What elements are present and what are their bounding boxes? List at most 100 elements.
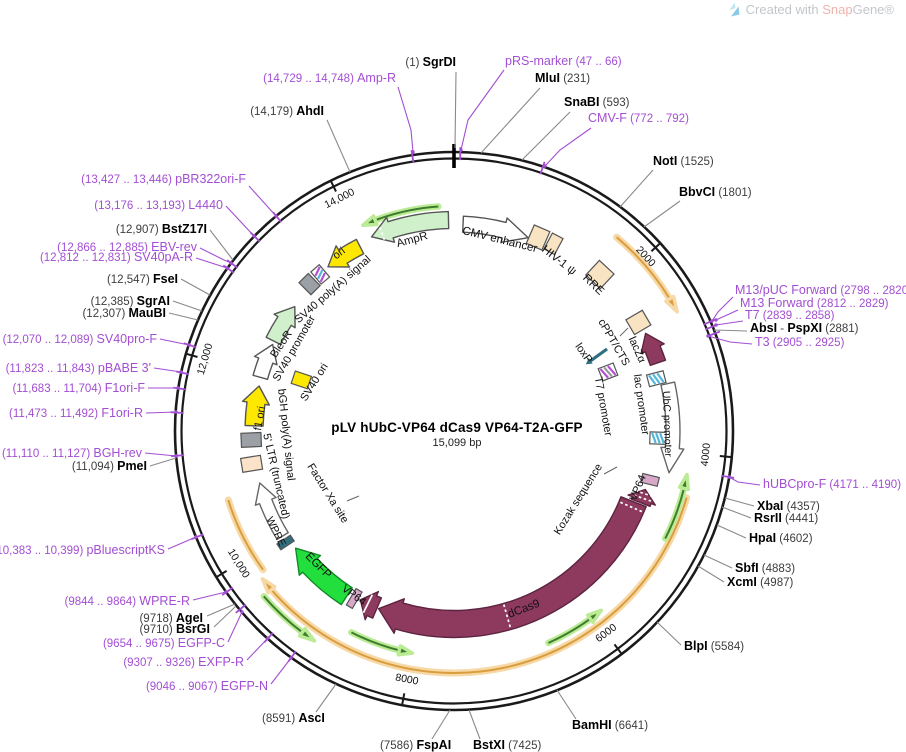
callout-xbai[interactable]: XbaI (4357) (757, 499, 820, 513)
feature-hatch-element[interactable] (649, 431, 667, 445)
callout-m13-puc-forward[interactable]: M13/pUC Forward (2798 .. 2820) (735, 283, 906, 297)
rre-box (584, 259, 615, 290)
feature-hiv1-psi-1[interactable] (525, 224, 551, 251)
feature-lac-zalpha[interactable] (640, 332, 667, 366)
callout-t3[interactable]: T3 (2905 .. 2925) (755, 335, 845, 349)
feature-vp64-c[interactable] (359, 590, 383, 621)
feature-bgh-polya[interactable] (240, 431, 263, 448)
feature-wpre[interactable] (254, 482, 289, 541)
callout-mlui[interactable]: MluI (231) (535, 71, 590, 85)
callout-hubcpro-f[interactable]: hUBCpro-F (4171 .. 4190) (763, 477, 901, 491)
callout-prs-marker[interactable]: pRS-marker (47 .. 66) (505, 54, 622, 68)
feature-label-kozak[interactable]: Kozak sequence (552, 462, 605, 537)
feature-dcas9-nterm[interactable] (627, 488, 656, 507)
leader-cmv-f (544, 127, 592, 167)
callout-amp-r[interactable]: (14,729 .. 14,748) Amp-R (263, 71, 396, 85)
callout-bbvci[interactable]: BbvCI (1801) (679, 185, 752, 199)
leader-bstxi (468, 709, 481, 740)
callout-hpai[interactable]: HpaI (4602) (749, 531, 813, 545)
feature-sv40-polya-box[interactable] (298, 272, 322, 296)
feature-t7-promoter[interactable] (597, 362, 619, 382)
callout-sgrdi[interactable]: (1) SgrDI (405, 55, 456, 69)
t7-promoter-stripe (599, 368, 609, 379)
callout-exfp-r[interactable]: (9307 .. 9326) EXFP-R (123, 655, 244, 669)
leader-blpi (656, 621, 682, 646)
feature-egfp[interactable] (294, 547, 353, 606)
feature-vp64-c-box[interactable] (345, 587, 363, 610)
feature-vp64-n[interactable] (639, 472, 661, 488)
feature-ampr[interactable] (370, 210, 450, 243)
callout-xcmi[interactable]: XcmI (4987) (727, 575, 793, 589)
leader-ebv-rev (199, 247, 232, 264)
feature-lac-promoter[interactable] (645, 370, 667, 388)
callout-wpre-r[interactable]: (9844 .. 9864) WPRE-R (64, 594, 190, 608)
callout-sv40pro-f[interactable]: (12,070 .. 12,089) SV40pro-F (3, 332, 158, 346)
callout-asci[interactable]: (8591) AscI (262, 711, 325, 725)
leader-f1ori-r (145, 411, 177, 414)
feature-label-hiv1-psi[interactable]: HIV-1 ψ (539, 244, 578, 278)
feature-sv40-promoter[interactable] (252, 343, 278, 380)
feature-label-factor-xa[interactable]: Factor Xa site (304, 461, 350, 525)
callout-snabi[interactable]: SnaBI (593) (564, 95, 630, 109)
callout-m13-forward[interactable]: M13 Forward (2812 .. 2829) (740, 296, 889, 310)
feature-f1-ori[interactable] (241, 385, 270, 427)
feature-hiv1-psi-2[interactable] (543, 232, 564, 256)
feature-label-ori[interactable]: ori (331, 245, 348, 262)
callout-maubi[interactable]: (12,307) MauBI (82, 306, 166, 320)
leader-hpai (716, 524, 747, 539)
feature-dcas9[interactable] (377, 496, 647, 639)
callout-l4440[interactable]: (13,176 .. 13,193) L4440 (94, 198, 223, 212)
callout-f1ori-f[interactable]: (11,683 .. 11,704) F1ori-F (12, 381, 145, 395)
feature-bleor[interactable] (265, 305, 296, 346)
callout-ebv-rev[interactable]: (12,866 .. 12,885) EBV-rev (57, 240, 198, 254)
callout-egfp-c[interactable]: (9654 .. 9675) EGFP-C (103, 636, 225, 650)
callout-fspai[interactable]: (7586) FspAI (380, 738, 451, 752)
callout-rsrii[interactable]: RsrII (4441) (754, 511, 818, 525)
leader-prs-marker (460, 69, 505, 151)
callout-bstxi[interactable]: BstXI (7425) (473, 738, 542, 752)
callout-pbluescriptks[interactable]: (10,383 .. 10,399) pBluescriptKS (0, 543, 165, 557)
green-arc-core-1 (664, 488, 685, 540)
cppt-tick (619, 327, 629, 337)
callout-agei[interactable]: (9718) AgeI (139, 611, 203, 625)
callout-bstz17i[interactable]: (12,907) BstZ17I (116, 222, 207, 236)
feature-label-t7-promoter[interactable]: T7 promoter (592, 376, 614, 437)
feature-teal-element[interactable] (276, 534, 296, 551)
feature-cmv-enhancer[interactable] (462, 215, 529, 243)
callout-egfp-n[interactable]: (9046 .. 9067) EGFP-N (146, 679, 268, 693)
feature-ltr5-truncated[interactable] (239, 454, 264, 473)
feature-sv40-polya-hatch[interactable] (309, 263, 331, 285)
callout-bsrgi[interactable]: (9710) BsrGI (140, 622, 210, 636)
feature-label-f1-ori[interactable]: f1 ori (252, 405, 268, 431)
callout-t7[interactable]: T7 (2839 .. 2858) (745, 308, 835, 322)
feature-label-cppt-cts[interactable]: cPPT/CTS (595, 317, 631, 368)
callout-blpi[interactable]: BlpI (5584) (684, 639, 744, 653)
feature-label-ubc-promoter[interactable]: UbC promoter (660, 391, 674, 458)
callout-pbabe-3[interactable]: (11,823 .. 11,843) pBABE 3' (6, 361, 151, 375)
axis-tick-8000 (400, 693, 406, 707)
callout-f1ori-r[interactable]: (11,473 .. 11,492) F1ori-R (9, 406, 143, 420)
arrow-head (361, 214, 379, 228)
primer-tick (222, 264, 235, 274)
feature-loxp[interactable] (588, 347, 608, 364)
callout-cmv-f[interactable]: CMV-F (772 .. 792) (588, 111, 689, 125)
callout-bgh-rev[interactable]: (11,110 .. 11,127) BGH-rev (2, 446, 143, 460)
leader-end-egfp-c (240, 610, 244, 614)
feature-ubc-promoter[interactable] (660, 381, 685, 474)
feature-ori[interactable] (327, 238, 365, 268)
callout-sbfi[interactable]: SbfI (4883) (735, 561, 795, 575)
callout-fsei[interactable]: (12,547) FseI (107, 272, 178, 286)
callout-noti[interactable]: NotI (1525) (653, 154, 714, 168)
leader-end-prs-marker (459, 148, 463, 152)
feature-sv40-ori[interactable] (290, 370, 313, 390)
feature-rre[interactable] (584, 259, 615, 290)
callout-bamhi[interactable]: BamHI (6641) (572, 718, 648, 732)
callout-pbr322ori-f[interactable]: (13,427 .. 13,446) pBR322ori-F (81, 172, 246, 186)
leader-end-ebv-rev (229, 261, 233, 265)
callout-sgrai[interactable]: (12,385) SgrAI (91, 294, 170, 308)
callout-pmei[interactable]: (11,094) PmeI (72, 459, 147, 473)
callout-sv40pa-r[interactable]: (12,812 .. 12,831) SV40pA-R (40, 250, 193, 264)
callout-absi-pspxi[interactable]: AbsI - PspXI (2881) (750, 321, 859, 335)
callout-ahdi[interactable]: (14,179) AhdI (250, 104, 324, 118)
feature-cppt-cts[interactable] (625, 309, 652, 336)
